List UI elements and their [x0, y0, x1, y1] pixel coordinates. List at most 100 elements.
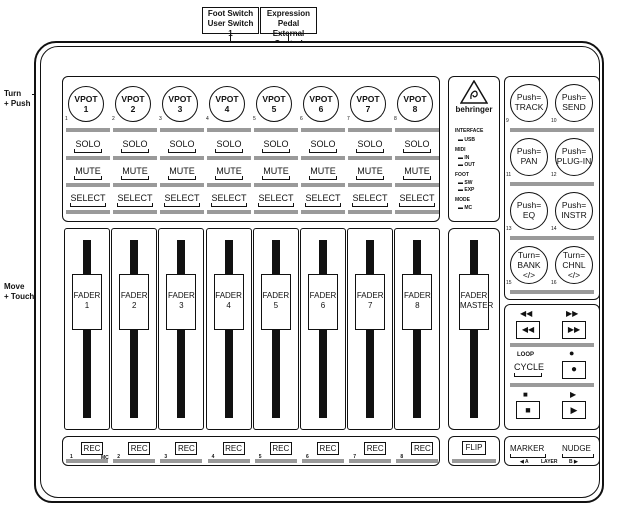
solo-button[interactable]: SOLO	[75, 139, 101, 149]
solo-button[interactable]: SOLO	[169, 139, 195, 149]
rec-button[interactable]: REC	[317, 442, 339, 455]
fader-number: 7	[367, 301, 373, 310]
mute-button[interactable]: MUTE	[310, 166, 336, 176]
solo-button[interactable]: SOLO	[404, 139, 430, 149]
channel-number: 2	[112, 116, 115, 122]
stop-button[interactable]: ■	[516, 401, 540, 419]
play-button[interactable]: ▶	[562, 401, 586, 419]
assignment-knob-label: TRACK	[514, 102, 544, 112]
status-midi-out: ▬ OUT	[458, 162, 475, 168]
vpot-led-bar	[395, 128, 439, 132]
mute-button[interactable]: MUTE	[122, 166, 148, 176]
solo-led-bar	[207, 156, 251, 160]
select-button[interactable]: SELECT	[164, 193, 200, 203]
rec-channel-number: 2	[117, 454, 120, 460]
forward-button[interactable]: ▶▶	[562, 321, 586, 339]
marker-button[interactable]: MARKER	[510, 444, 545, 453]
select-button[interactable]: SELECT	[70, 193, 106, 203]
channel-number: 8	[394, 116, 397, 122]
select-button[interactable]: SELECT	[305, 193, 341, 203]
mute-button[interactable]: MUTE	[75, 166, 101, 176]
record-button[interactable]: ●	[562, 361, 586, 379]
assignment-knob[interactable]: Push=INSTR	[555, 192, 593, 230]
assignment-knob-label: Turn=	[517, 250, 541, 260]
vpot-label: VPOT	[121, 94, 145, 104]
rec-button[interactable]: REC	[175, 442, 198, 455]
brand-name: behringer	[455, 105, 493, 114]
assignment-led-bar	[510, 128, 594, 132]
mute-button[interactable]: MUTE	[263, 166, 289, 176]
assignment-knob-label: BANK	[517, 260, 541, 270]
assignment-knob[interactable]: Push=EQ	[510, 192, 548, 230]
solo-button[interactable]: SOLO	[310, 139, 336, 149]
select-led-bar	[254, 210, 298, 214]
vpot-led-bar	[207, 128, 251, 132]
fader-label: FADER	[356, 291, 384, 300]
rec-button[interactable]: REC	[128, 442, 151, 455]
nudge-button[interactable]: NUDGE	[562, 444, 591, 453]
rec-led-bar	[113, 459, 156, 463]
mute-button[interactable]: MUTE	[216, 166, 242, 176]
select-button[interactable]: SELECT	[399, 193, 435, 203]
rewind-button[interactable]: ◀◀	[516, 321, 540, 339]
vpot-number: 7	[365, 104, 371, 114]
assignment-knob[interactable]: Push=PAN	[510, 138, 548, 176]
status-foot: FOOT	[455, 172, 469, 178]
solo-bracket	[74, 149, 102, 153]
rec-button[interactable]: REC	[364, 442, 387, 455]
select-button[interactable]: SELECT	[211, 193, 247, 203]
rec-button[interactable]: REC	[222, 442, 245, 455]
select-led-bar	[395, 210, 439, 214]
assignment-knob[interactable]: Push=TRACK	[510, 84, 548, 122]
vpot-number: 2	[130, 104, 136, 114]
solo-button[interactable]: SOLO	[357, 139, 383, 149]
assignment-knob-number: 14	[551, 226, 557, 232]
assignment-knob[interactable]: Turn=CHNL</>	[555, 246, 593, 284]
rec-channel-number: 3	[164, 454, 168, 460]
master-fader-cap[interactable]: FADER MASTER	[459, 274, 493, 330]
solo-button[interactable]: SOLO	[263, 139, 289, 149]
solo-led-bar	[66, 156, 110, 160]
mute-led-bar	[301, 183, 345, 187]
fader-label: FADER	[404, 291, 431, 300]
assignment-knob[interactable]: Push=PLUG-IN	[555, 138, 593, 176]
assignment-knob-label: </>	[522, 270, 536, 280]
solo-button[interactable]: SOLO	[216, 139, 242, 149]
select-button[interactable]: SELECT	[352, 193, 388, 203]
status-midi-in: ▬ IN	[458, 155, 470, 161]
select-bracket	[305, 203, 341, 207]
rec-button[interactable]: REC	[269, 442, 292, 455]
select-led-bar	[66, 210, 110, 214]
mute-button[interactable]: MUTE	[357, 166, 383, 176]
assignment-knob[interactable]: Turn=BANK</>	[510, 246, 548, 284]
expression-pedal-callout: Expression Pedal External Control	[260, 7, 317, 48]
select-button[interactable]: SELECT	[258, 193, 294, 203]
solo-button[interactable]: SOLO	[122, 139, 148, 149]
mute-led-bar	[395, 183, 439, 187]
nudge-bracket	[562, 454, 594, 458]
mute-button[interactable]: MUTE	[169, 166, 195, 176]
assignment-knob[interactable]: Push=SEND	[555, 84, 593, 122]
status-midi: MIDI	[455, 147, 466, 153]
select-button[interactable]: SELECT	[117, 193, 153, 203]
rec-button[interactable]: REC	[81, 442, 103, 455]
mute-button[interactable]: MUTE	[404, 166, 430, 176]
flip-button[interactable]: FLIP	[462, 441, 486, 455]
rec-button[interactable]: REC	[411, 442, 434, 455]
